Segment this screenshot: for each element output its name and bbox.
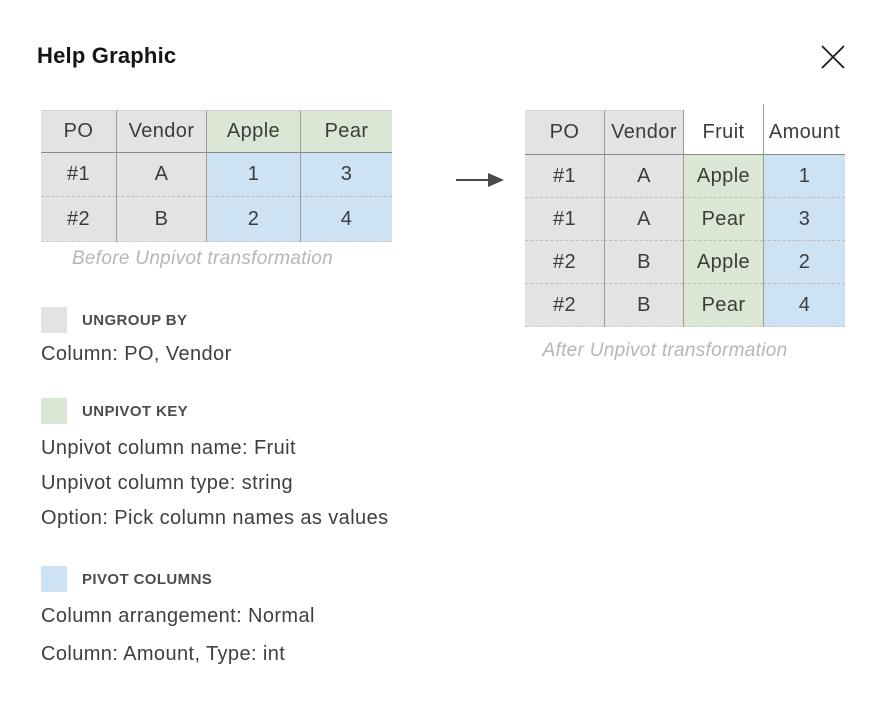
- table-cell: 2: [206, 197, 300, 242]
- table-cell: 1: [206, 153, 300, 197]
- after-table: PO Vendor Fruit Amount #1 A Apple 1 #1 A…: [525, 104, 845, 327]
- legend-title: UNGROUP BY: [82, 311, 188, 329]
- table-cell: #1: [525, 198, 604, 241]
- legend-line: Column arrangement: Normal: [41, 605, 315, 627]
- legend-line: Column: Amount, Type: int: [41, 643, 286, 665]
- table-cell: A: [604, 198, 683, 241]
- before-table: PO Vendor Apple Pear #1 A 1 3 #2 B 2 4: [41, 110, 392, 242]
- green-swatch-icon: [41, 398, 67, 424]
- table-cell: #2: [41, 197, 116, 242]
- legend-line: Option: Pick column names as values: [41, 507, 389, 529]
- table-cell: B: [604, 241, 683, 284]
- before-table-caption: Before Unpivot transformation: [71, 248, 334, 269]
- table-cell: 4: [300, 197, 392, 242]
- table-cell: A: [116, 153, 206, 197]
- legend-title: UNPIVOT KEY: [82, 402, 189, 420]
- table-cell: 2: [763, 241, 845, 284]
- table-header-cell: Vendor: [604, 110, 683, 155]
- table-cell: Apple: [683, 155, 763, 198]
- table-header-cell: Amount: [763, 110, 845, 155]
- table-cell: A: [604, 155, 683, 198]
- page-title: Help Graphic: [37, 43, 177, 68]
- legend-title: PIVOT COLUMNS: [82, 570, 213, 588]
- legend-line: Unpivot column name: Fruit: [41, 437, 296, 459]
- table-cell: #2: [525, 241, 604, 284]
- table-cell: #1: [525, 155, 604, 198]
- legend-line: Column: PO, Vendor: [41, 343, 232, 365]
- table-header-cell: Fruit: [683, 110, 763, 155]
- table-cell: Pear: [683, 198, 763, 241]
- table-header-cell: Vendor: [116, 110, 206, 153]
- table-header-cell: PO: [525, 110, 604, 155]
- table-cell: 1: [763, 155, 845, 198]
- table-cell: #1: [41, 153, 116, 197]
- close-button[interactable]: [818, 42, 848, 72]
- table-cell: B: [604, 284, 683, 327]
- right-arrow-icon: [456, 173, 504, 187]
- table-cell: #2: [525, 284, 604, 327]
- close-icon: [821, 45, 845, 69]
- column-divider-extension: [763, 104, 764, 110]
- table-header-cell: Apple: [206, 110, 300, 153]
- gray-swatch-icon: [41, 307, 67, 333]
- table-header-cell: PO: [41, 110, 116, 153]
- table-cell: Pear: [683, 284, 763, 327]
- legend-line: Unpivot column type: string: [41, 472, 294, 494]
- table-header-cell: Pear: [300, 110, 392, 153]
- table-cell: 3: [763, 198, 845, 241]
- table-cell: 3: [300, 153, 392, 197]
- after-table-caption: After Unpivot transformation: [542, 340, 788, 361]
- table-cell: B: [116, 197, 206, 242]
- table-cell: Apple: [683, 241, 763, 284]
- legend-pivot-columns: PIVOT COLUMNS Column arrangement: Normal…: [41, 566, 315, 665]
- legend-ungroup-by: UNGROUP BY Column: PO, Vendor: [41, 307, 232, 365]
- table-cell: 4: [763, 284, 845, 327]
- legend-unpivot-key: UNPIVOT KEY Unpivot column name: Fruit U…: [41, 398, 389, 529]
- blue-swatch-icon: [41, 566, 67, 592]
